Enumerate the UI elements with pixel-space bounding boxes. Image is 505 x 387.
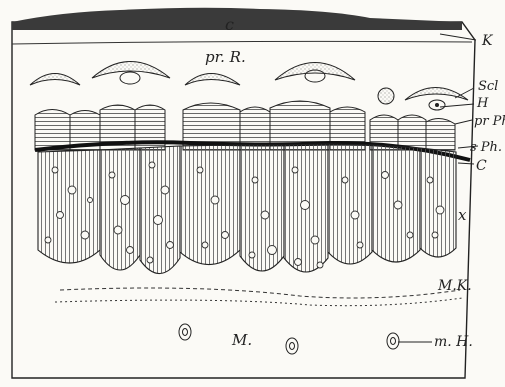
columnar-cell-group [38, 144, 456, 274]
columnar-cell [38, 150, 100, 263]
label-MK: M.K. [437, 278, 472, 294]
columnar-cell [240, 145, 284, 271]
label-pr-Ph: pr Ph [474, 114, 505, 129]
label-s-Ph: s Ph. [470, 140, 502, 155]
label-mH: m. H. [434, 334, 473, 350]
label-pr-R: pr. R. [205, 48, 246, 66]
label-K: K [481, 33, 494, 49]
label-Scl: Scl [478, 79, 498, 94]
label-x: x [458, 206, 467, 224]
cuticle-layer [12, 8, 462, 30]
columnar-cell [328, 144, 372, 264]
sclera-dot [378, 88, 394, 104]
label-c-top: c [225, 15, 234, 34]
columnar-cell [140, 146, 180, 274]
label-M: M. [231, 331, 252, 349]
columnar-cell [100, 148, 140, 270]
columnar-cell [180, 145, 240, 265]
columnar-cell [420, 148, 456, 257]
label-C: C [476, 158, 487, 174]
label-H: H [476, 96, 489, 111]
